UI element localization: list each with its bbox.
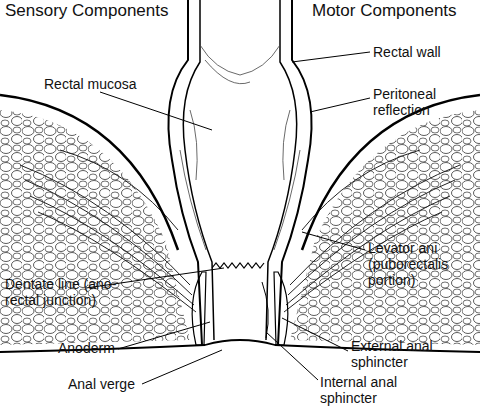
dentate-line xyxy=(212,263,264,268)
rectal-lumen-right xyxy=(266,0,297,340)
part-label: Anoderm xyxy=(58,340,158,356)
rectal-wall-right xyxy=(278,0,312,345)
rectal-wall-left xyxy=(168,0,202,345)
part-label: Levator ani (puborectalis portion) xyxy=(368,240,468,288)
external-sphincter-right xyxy=(274,272,288,345)
external-sphincter-left xyxy=(192,272,206,345)
fat-right xyxy=(290,110,480,345)
leader-lines xyxy=(86,52,370,384)
pelvic-wall-right xyxy=(302,95,480,250)
part-label: Dentate line (ano-rectal junction) xyxy=(5,276,145,308)
part-label: Peritoneal reflection xyxy=(373,86,463,118)
section-heading: Sensory Components xyxy=(5,1,168,21)
internal-sphincter xyxy=(262,282,268,338)
pelvic-wall-left xyxy=(0,95,178,250)
mucosal-folds xyxy=(180,45,300,250)
fat-left xyxy=(0,110,190,345)
section-heading: Motor Components xyxy=(312,1,457,21)
part-label: Rectal wall xyxy=(373,44,473,60)
rectal-lumen-left xyxy=(183,0,214,340)
part-label: External anal sphincter xyxy=(351,338,446,370)
part-label: Rectal mucosa xyxy=(44,76,154,92)
part-label: Anal verge xyxy=(68,376,168,392)
part-label: Internal anal sphincter xyxy=(320,374,415,406)
